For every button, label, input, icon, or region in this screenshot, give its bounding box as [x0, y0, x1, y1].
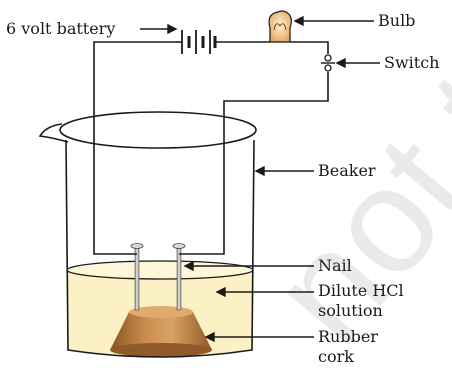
battery-icon [176, 30, 218, 54]
label-nail: Nail [318, 256, 352, 275]
label-6-volt-battery: 6 volt battery [6, 19, 115, 38]
nail-left [134, 245, 140, 311]
bulb-icon [268, 10, 292, 43]
label-cork: cork [318, 347, 354, 366]
label-switch: Switch [384, 53, 439, 72]
label-bulb: Bulb [378, 11, 415, 30]
nail-right-head [172, 243, 186, 249]
nail-right [176, 245, 182, 311]
wire-right [179, 72, 329, 255]
rubber-cork [110, 312, 212, 350]
beaker-wall [65, 139, 255, 358]
label-beaker: Beaker [318, 161, 376, 180]
beaker-spout [38, 123, 69, 143]
label-solution: solution [318, 301, 383, 320]
rubber-cork-base [110, 343, 212, 357]
beaker-rim [59, 111, 257, 149]
wire-bulb-switch [290, 41, 329, 54]
wire-left [93, 41, 176, 255]
label-dilute-hcl: Dilute HCl [318, 281, 404, 300]
solution-surface [66, 260, 254, 280]
nail-left-head [130, 243, 144, 249]
pointer-arrows [140, 15, 380, 343]
label-rubber: Rubber [318, 327, 378, 346]
switch-icon [321, 54, 335, 72]
